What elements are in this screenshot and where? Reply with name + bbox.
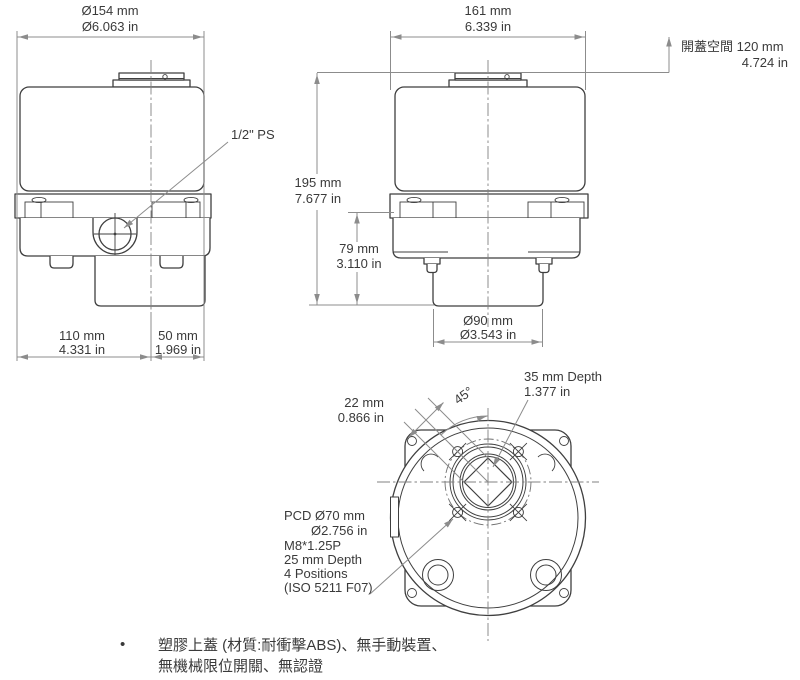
front-left-in-label: 4.331 in: [59, 342, 105, 357]
front-flange: [14, 193, 212, 223]
corner-hole: [559, 588, 569, 598]
notes: • 塑膠上蓋 (材質:耐衝擊ABS)、無手動裝置、 無機械限位開關、無認證: [120, 636, 446, 675]
depth-mm-label: 35 mm Depth: [524, 369, 602, 384]
clearance-label: 開蓋空間 120 mm: [681, 39, 784, 54]
pcd-line-5: 4 Positions: [284, 566, 348, 581]
front-cover: [19, 86, 205, 192]
corner-hole: [559, 436, 569, 446]
clearance-in-label: 4.724 in: [742, 55, 788, 70]
ear-boss-right: [537, 453, 556, 472]
bottom-dimensions: [369, 397, 529, 595]
front-right-in-label: 1.969 in: [155, 342, 201, 357]
through-holes: [422, 559, 562, 591]
pcd-line-2: Ø2.756 in: [311, 523, 367, 538]
pcd-line-3: M8*1.25P: [284, 538, 341, 553]
side-dimensions: [309, 31, 672, 347]
ear-boss-left: [420, 453, 439, 472]
angle-label: 45°: [451, 384, 476, 408]
front-dia-mm-label: Ø154 mm: [81, 3, 138, 18]
side-dimension-labels: 161 mm 6.339 in 開蓋空間 120 mm 4.724 in 195…: [295, 3, 788, 342]
square-in-label: 0.866 in: [338, 410, 384, 425]
side-base-body: [392, 218, 581, 259]
front-view: Ø154 mm Ø6.063 in 1/2" PS 110 mm 4.331 i…: [14, 3, 275, 361]
top-cap: [112, 72, 191, 88]
height-in-label: 7.677 in: [295, 191, 341, 206]
pcd-line-4: 25 mm Depth: [284, 552, 362, 567]
front-left-mm-label: 110 mm: [59, 328, 105, 343]
cylinder-dia-mm-label: Ø90 mm: [463, 313, 513, 328]
front-foot-left: [49, 256, 74, 269]
square-mm-label: 22 mm: [344, 395, 384, 410]
side-width-mm-label: 161 mm: [465, 3, 512, 18]
front-dia-in-label: Ø6.063 in: [82, 19, 138, 34]
front-right-mm-label: 50 mm: [158, 328, 198, 343]
bottom-view: 22 mm 0.866 in 45° 35 mm Depth 1.377 in …: [284, 369, 602, 641]
corner-hole: [407, 588, 417, 598]
side-cover: [394, 86, 586, 192]
side-tab: [390, 496, 399, 538]
height-mm-label: 195 mm: [295, 175, 342, 190]
side-width-in-label: 6.339 in: [465, 19, 511, 34]
front-dimension-labels: Ø154 mm Ø6.063 in 1/2" PS 110 mm 4.331 i…: [59, 3, 275, 357]
cylinder-dia-in-label: Ø3.543 in: [460, 327, 516, 342]
front-bottom-extension: [94, 256, 206, 307]
conduit-size-label: 1/2" PS: [231, 127, 275, 142]
base-height-in-label: 3.110 in: [336, 256, 381, 271]
pcd-line-6: (ISO 5211 F07): [284, 580, 373, 595]
front-foot-right: [159, 256, 184, 269]
bottom-dimension-labels: 22 mm 0.866 in 45° 35 mm Depth 1.377 in …: [284, 369, 602, 595]
depth-in-label: 1.377 in: [524, 384, 570, 399]
front-dimensions: [16, 31, 229, 361]
note-line-1: 塑膠上蓋 (材質:耐衝擊ABS)、無手動裝置、: [158, 636, 446, 654]
side-view: 161 mm 6.339 in 開蓋空間 120 mm 4.724 in 195…: [295, 3, 788, 347]
base-height-mm-label: 79 mm: [339, 241, 379, 256]
side-feet: [423, 258, 553, 274]
side-flange: [389, 193, 589, 223]
note-line-2: 無機械限位開關、無認證: [158, 658, 323, 675]
note-bullet: •: [120, 636, 125, 653]
pcd-line-1: PCD Ø70 mm: [284, 508, 365, 523]
